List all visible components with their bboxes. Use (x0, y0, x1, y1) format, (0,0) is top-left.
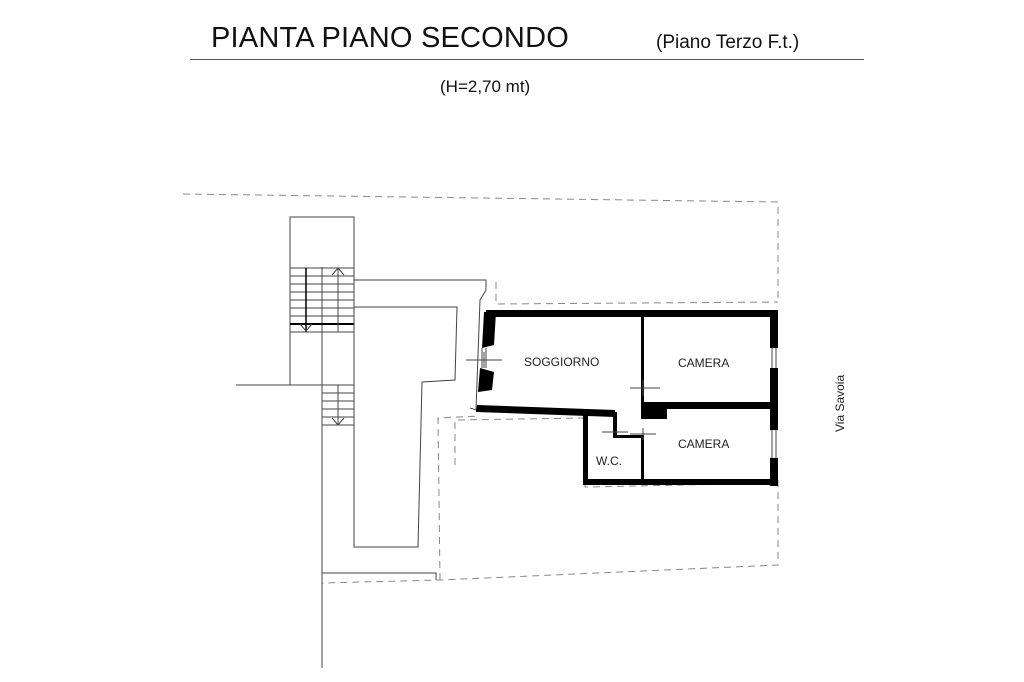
room-label-camera-2: CAMERA (678, 437, 729, 451)
apartment-walls (476, 310, 778, 486)
windows (481, 348, 777, 458)
room-label-wc: W.C. (596, 454, 622, 468)
gallery-outline (322, 279, 487, 580)
street-label: Via Savoia (833, 375, 847, 432)
plan-subtitle: (Piano Terzo F.t.) (656, 32, 800, 53)
title-underline (190, 59, 864, 60)
ceiling-height-note: (H=2,70 mt) (440, 77, 531, 96)
property-boundary (182, 193, 779, 584)
plan-title: PIANTA PIANO SECONDO (211, 22, 569, 54)
room-label-camera-1: CAMERA (678, 356, 729, 370)
room-label-soggiorno: SOGGIORNO (524, 355, 599, 369)
staircase (236, 216, 355, 668)
door-marks (466, 352, 660, 440)
